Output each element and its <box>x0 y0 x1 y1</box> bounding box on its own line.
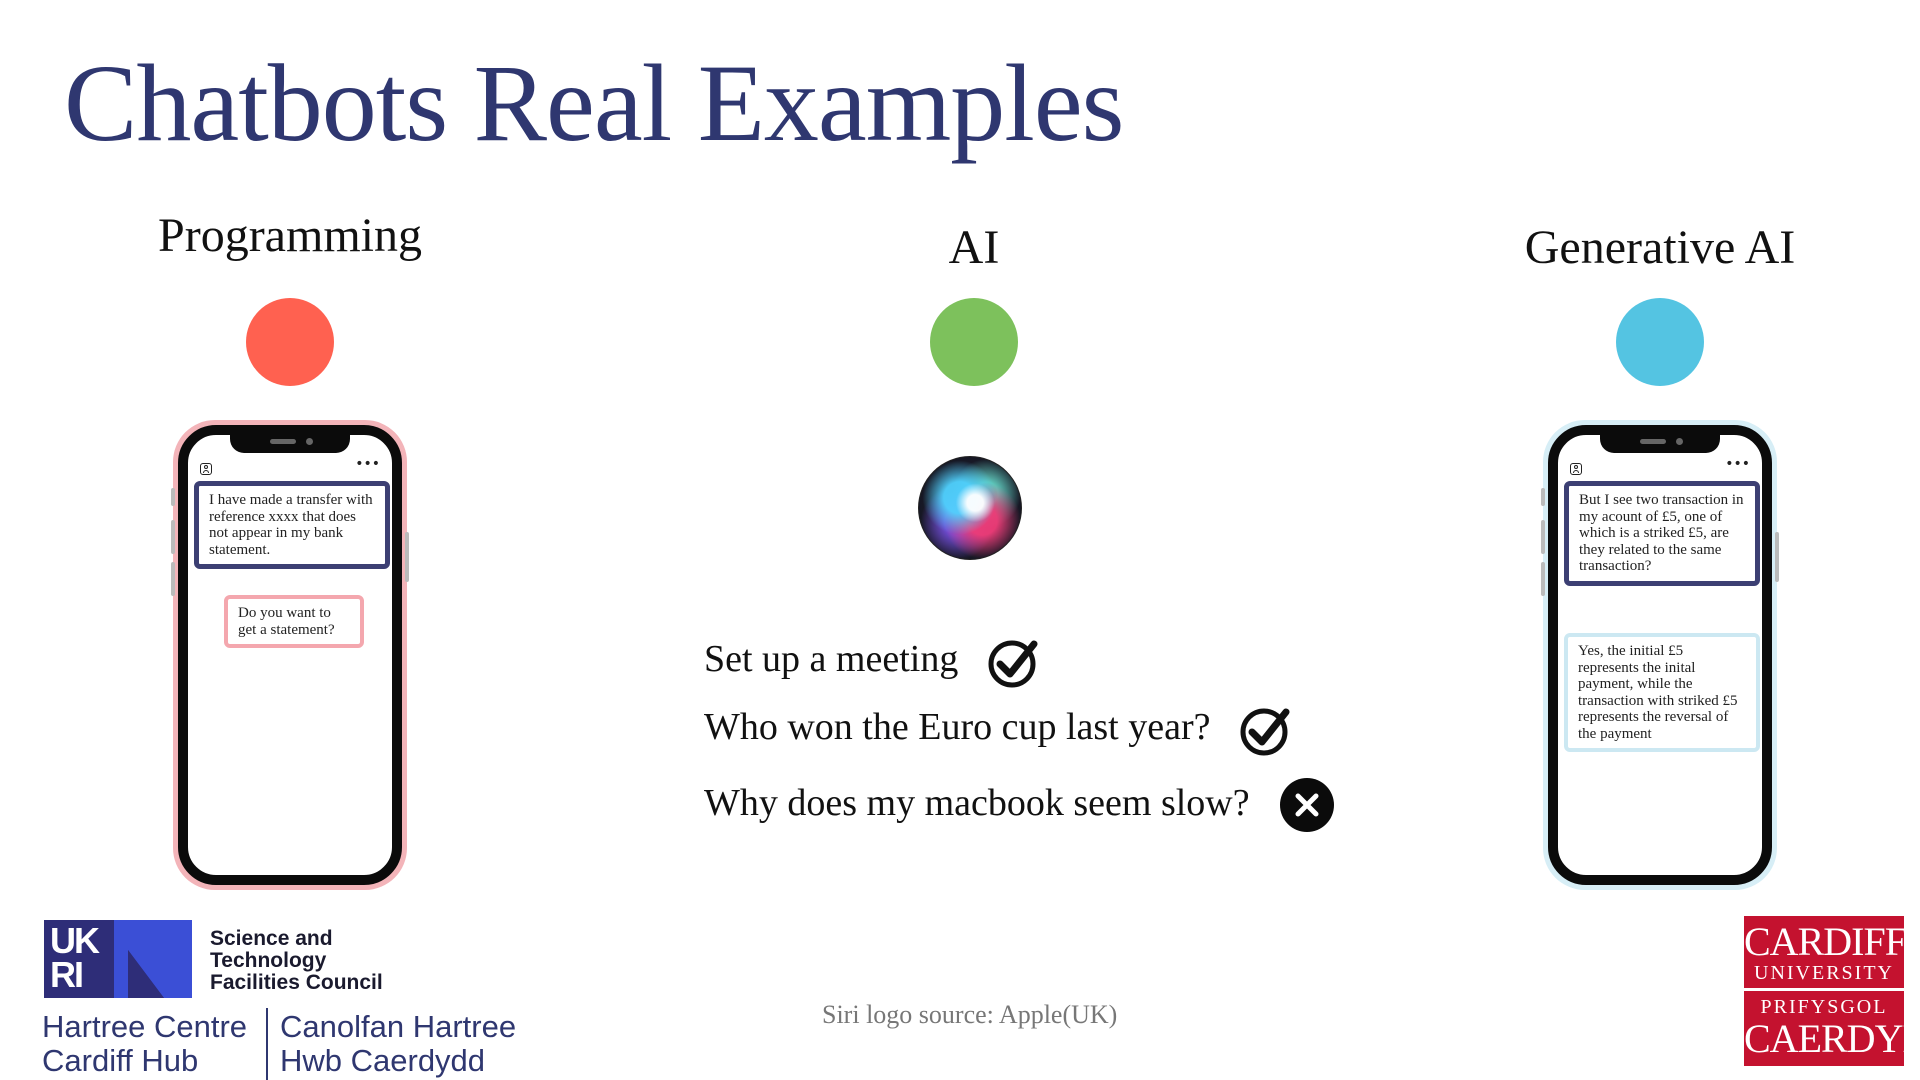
heading-programming: Programming <box>158 209 422 262</box>
hartree-welsh: Canolfan Hartree Hwb Caerdydd <box>280 1010 516 1078</box>
bot-reply-bubble: Do you want to get a statement? <box>224 595 364 648</box>
cardiff-line-1: CARDIFF <box>1744 919 1907 964</box>
cardiff-university-logo: CARDIFF UNIVERSITY PRIFYSGOL CAERDYDD <box>1744 916 1920 1066</box>
user-message-bubble: I have made a transfer with reference xx… <box>194 481 390 569</box>
ai-dot <box>930 298 1018 386</box>
x-circle-icon <box>1280 778 1334 832</box>
bot-reply-bubble: Yes, the initial £5 represents the inita… <box>1564 633 1760 752</box>
siri-logo-icon <box>918 456 1022 560</box>
stfc-line-2: Technology <box>210 949 327 972</box>
siri-source-caption: Siri logo source: Apple(UK) <box>822 1000 1118 1029</box>
stfc-name: Science and Technology Facilities Counci… <box>210 928 383 994</box>
more-dots-icon: ••• <box>355 456 380 472</box>
generative-ai-phone: ••• But I see two transaction in my acou… <box>1541 420 1779 890</box>
programming-phone: ••• I have made a transfer with referenc… <box>171 420 409 890</box>
ai-example-2: Who won the Euro cup last year? <box>704 706 1211 748</box>
programming-dot <box>246 298 334 386</box>
cardiff-line-3: PRIFYSGOL <box>1760 996 1888 1018</box>
hartree-english: Hartree Centre Cardiff Hub <box>42 1010 247 1078</box>
ai-example-1: Set up a meeting <box>704 638 959 680</box>
hartree-welsh-line-1: Canolfan Hartree <box>280 1009 517 1044</box>
check-circle-icon <box>988 640 1038 688</box>
stfc-line-3: Facilities Council <box>210 971 383 994</box>
hartree-divider <box>266 1008 268 1080</box>
user-message-bubble: But I see two transaction in my acount o… <box>1564 481 1760 586</box>
slide-title: Chatbots Real Examples <box>64 42 1124 164</box>
ai-example-3: Why does my macbook seem slow? <box>704 782 1250 824</box>
ukri-logo: UK RI <box>44 920 192 998</box>
hartree-line-1: Hartree Centre <box>42 1009 248 1044</box>
generative-ai-dot <box>1616 298 1704 386</box>
phone-screen: ••• I have made a transfer with referenc… <box>178 425 402 885</box>
ukri-letters: UK RI <box>50 920 100 995</box>
check-circle-icon <box>1240 708 1290 756</box>
phone-notch <box>1600 433 1720 453</box>
ukri-shape-icon <box>114 920 192 998</box>
user-icon <box>1570 463 1582 475</box>
stfc-line-1: Science and <box>210 927 333 950</box>
cardiff-line-4: CAERDYDD <box>1744 1016 1920 1061</box>
hartree-line-2: Cardiff Hub <box>42 1043 199 1078</box>
phone-notch <box>230 433 350 453</box>
phone-screen: ••• But I see two transaction in my acou… <box>1548 425 1772 885</box>
heading-ai: AI <box>948 221 1000 274</box>
cardiff-line-2: UNIVERSITY <box>1754 962 1894 984</box>
hartree-welsh-line-2: Hwb Caerdydd <box>280 1043 486 1078</box>
more-dots-icon: ••• <box>1725 456 1750 472</box>
heading-generative-ai: Generative AI <box>1524 221 1796 274</box>
user-icon <box>200 463 212 475</box>
